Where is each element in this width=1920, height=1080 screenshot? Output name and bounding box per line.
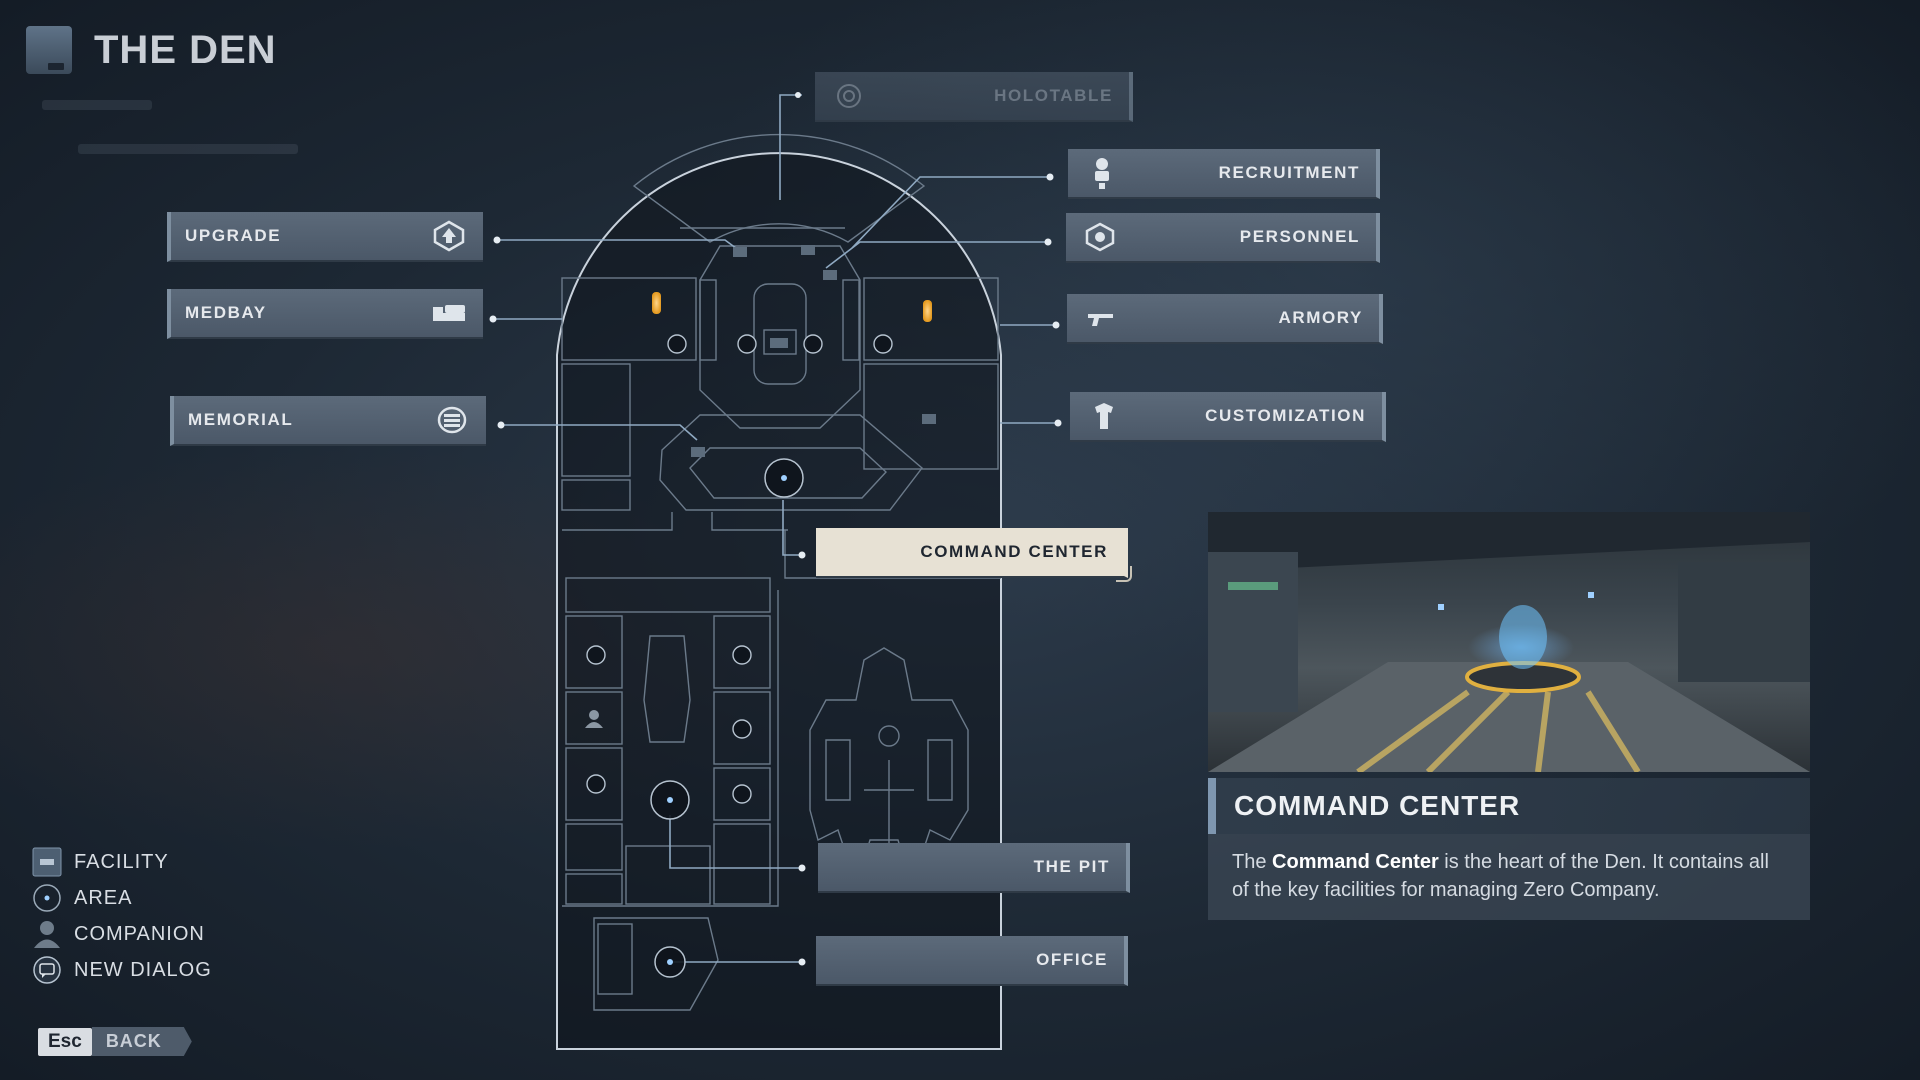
memorial-icon [432, 403, 472, 437]
companion-icon [32, 919, 62, 949]
info-title: COMMAND CENTER [1208, 778, 1810, 834]
armory-icon [1081, 301, 1121, 335]
lamp-markers [652, 292, 932, 322]
armory-label: ARMORY [1278, 308, 1363, 327]
area-icon [32, 883, 62, 913]
recruitment-button[interactable]: RECRUITMENT [1068, 149, 1380, 199]
area-markers [650, 458, 804, 978]
armory-button[interactable]: ARMORY [1067, 294, 1383, 344]
legend-item-facility: FACILITY [32, 844, 212, 880]
page-header: THE DEN [26, 24, 277, 76]
upgrade-button[interactable]: UPGRADE [167, 212, 483, 262]
map-outline [556, 152, 1002, 1050]
memorial-label: MEMORIAL [188, 410, 294, 429]
recruitment-icon [1082, 156, 1122, 190]
command-center-preview-image [1208, 512, 1810, 772]
blurred-text [78, 144, 298, 154]
personnel-icon [1080, 220, 1120, 254]
medbay-label: MEDBAY [185, 303, 267, 322]
medbay-icon [429, 296, 469, 330]
medbay-button[interactable]: MEDBAY [167, 289, 483, 339]
memorial-button[interactable]: MEMORIAL [170, 396, 486, 446]
upgrade-label: UPGRADE [185, 226, 282, 245]
customization-label: CUSTOMIZATION [1205, 406, 1366, 425]
connector-lines [493, 94, 1058, 963]
page-title: THE DEN [94, 27, 277, 72]
command-center-button[interactable]: COMMAND CENTER [816, 528, 1132, 582]
legend-item-new-dialog: NEW DIALOG [32, 952, 212, 988]
the-pit-label: THE PIT [1033, 857, 1110, 876]
connector-dots [489, 92, 1062, 966]
facility-icon [32, 847, 62, 877]
info-description: The Command Center is the heart of the D… [1208, 834, 1810, 920]
legend-item-area: AREA [32, 880, 212, 916]
back-control[interactable]: Esc BACK [38, 1027, 192, 1056]
info-panel: COMMAND CENTER The Command Center is the… [1208, 512, 1810, 920]
holotable-button[interactable]: HOLOTABLE [815, 72, 1133, 122]
upgrade-icon [429, 219, 469, 253]
command-center-label: COMMAND CENTER [920, 542, 1108, 561]
new-dialog-markers [586, 334, 893, 804]
map-interior [561, 133, 1001, 1011]
new-dialog-icon [32, 955, 62, 985]
esc-key[interactable]: Esc [38, 1027, 92, 1056]
customization-button[interactable]: CUSTOMIZATION [1070, 392, 1386, 442]
companion-marker [585, 710, 603, 728]
facility-markers [691, 245, 936, 457]
den-logo-icon [26, 26, 72, 74]
personnel-label: PERSONNEL [1239, 227, 1360, 246]
map-legend: FACILITY AREA COMPANION NEW DIALOG [32, 844, 212, 988]
legend-item-companion: COMPANION [32, 916, 212, 952]
recruitment-label: RECRUITMENT [1218, 163, 1360, 182]
blurred-text [42, 100, 152, 110]
holotable-label: HOLOTABLE [994, 86, 1113, 105]
holotable-icon [829, 79, 869, 113]
customization-icon [1084, 399, 1124, 433]
back-button[interactable]: BACK [91, 1027, 192, 1056]
personnel-button[interactable]: PERSONNEL [1066, 213, 1380, 263]
office-label: OFFICE [1036, 950, 1108, 969]
office-button[interactable]: OFFICE [816, 936, 1128, 986]
the-pit-button[interactable]: THE PIT [818, 843, 1130, 893]
